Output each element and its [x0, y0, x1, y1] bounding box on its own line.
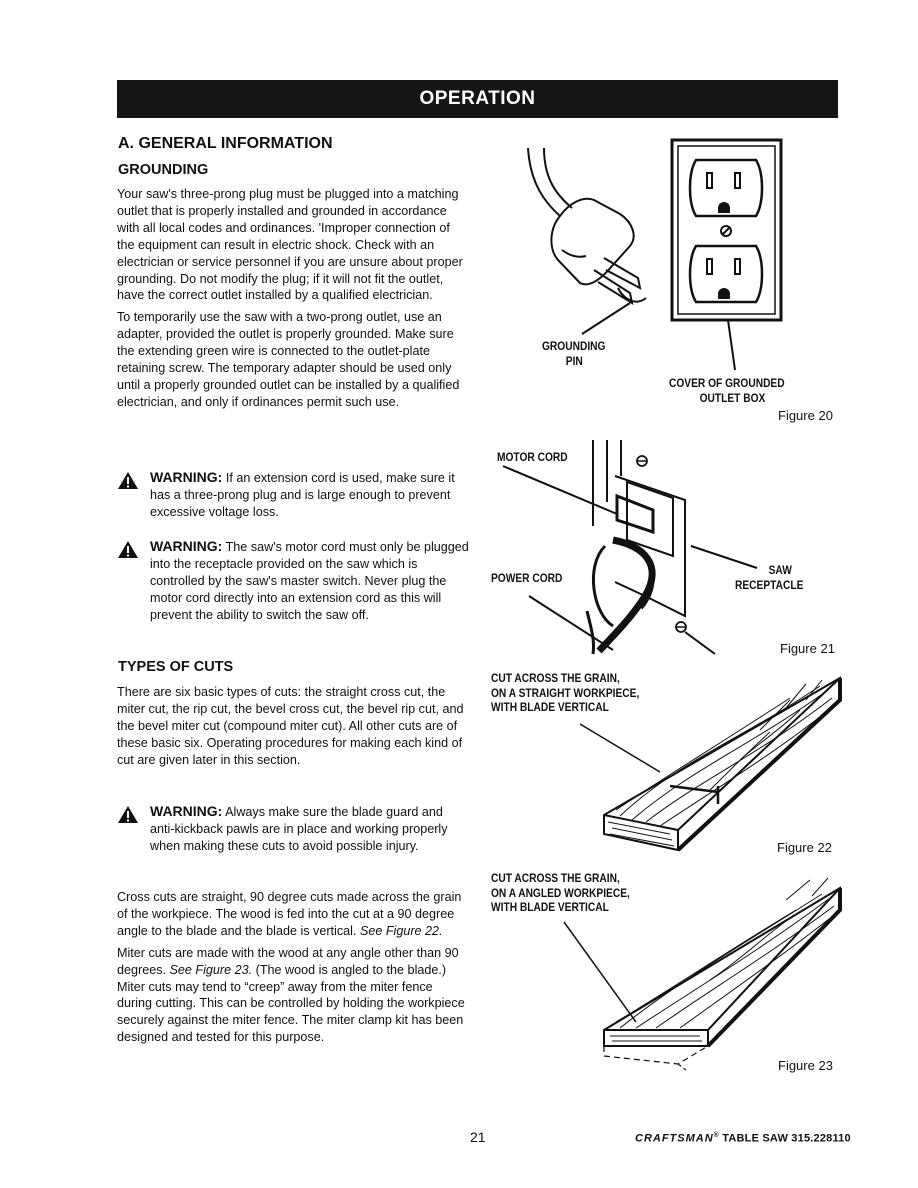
warning-extension-cord: WARNING: If an extension cord is used, m…: [117, 469, 469, 521]
warning-label: WARNING:: [150, 469, 223, 485]
warning-icon: [118, 472, 138, 489]
figure-20-plug-outlet-illustration: [527, 138, 783, 371]
miter-cuts-paragraph: Miter cuts are made with the wood at any…: [117, 945, 465, 1045]
figure-reference: See Figure 23.: [169, 962, 253, 977]
brand-logo: CRAFTSMAN: [635, 1132, 714, 1145]
section-banner: OPERATION: [117, 80, 838, 118]
cuts-intro-text: There are six basic types of cuts: the s…: [117, 685, 464, 767]
page-number: 21: [470, 1129, 486, 1145]
warning-icon: [118, 541, 138, 558]
grounding-text: Your saw's three-prong plug must be plug…: [117, 186, 469, 411]
grounding-heading: GROUNDING: [118, 162, 209, 178]
grounding-paragraph-2: To temporarily use the saw with a two-pr…: [117, 310, 460, 409]
figure-21-receptacle-illustration: [502, 440, 758, 655]
model-number: TABLE SAW 315.228110: [719, 1132, 851, 1145]
warning-text: The saw's motor cord must only be plugge…: [150, 540, 469, 622]
warning-text: If an extension cord is used, make sure …: [150, 471, 455, 519]
figure-22-caption: Figure 22: [777, 840, 832, 855]
figure-20-caption: Figure 20: [778, 408, 833, 423]
figure-22-straight-workpiece-illustration: [579, 676, 842, 852]
figure-23-label: CUT ACROSS THE GRAIN,ON A ANGLED WORKPIE…: [491, 871, 630, 914]
warning-text: Always make sure the blade guard and ant…: [150, 805, 448, 853]
section-heading: A. GENERAL INFORMATION: [118, 135, 333, 152]
types-of-cuts-heading: TYPES OF CUTS: [118, 659, 234, 675]
figure-22-label: CUT ACROSS THE GRAIN,ON A STRAIGHT WORKP…: [491, 671, 640, 714]
warning-label: WARNING:: [150, 538, 223, 554]
figure-reference: See Figure 22.: [359, 923, 443, 938]
cross-cuts-paragraph: Cross cuts are straight, 90 degree cuts …: [117, 890, 462, 938]
warning-motor-cord: WARNING: The saw's motor cord must only …: [117, 538, 469, 624]
power-cord-label: POWER CORD: [491, 571, 563, 585]
footer-brand: CRAFTSMAN® TABLE SAW 315.228110: [635, 1132, 851, 1145]
motor-cord-label: MOTOR CORD: [497, 450, 568, 464]
warning-icon: [118, 806, 138, 823]
cross-cuts-text: Cross cuts are straight, 90 degree cuts …: [117, 889, 469, 1046]
warning-blade-guard: WARNING: Always make sure the blade guar…: [117, 803, 469, 855]
warning-label: WARNING:: [150, 803, 223, 819]
figure-21-caption: Figure 21: [780, 641, 835, 656]
grounding-paragraph-1: Your saw's three-prong plug must be plug…: [117, 187, 463, 303]
figure-23-caption: Figure 23: [778, 1058, 833, 1073]
figure-23-angled-workpiece-illustration: [563, 877, 842, 1071]
